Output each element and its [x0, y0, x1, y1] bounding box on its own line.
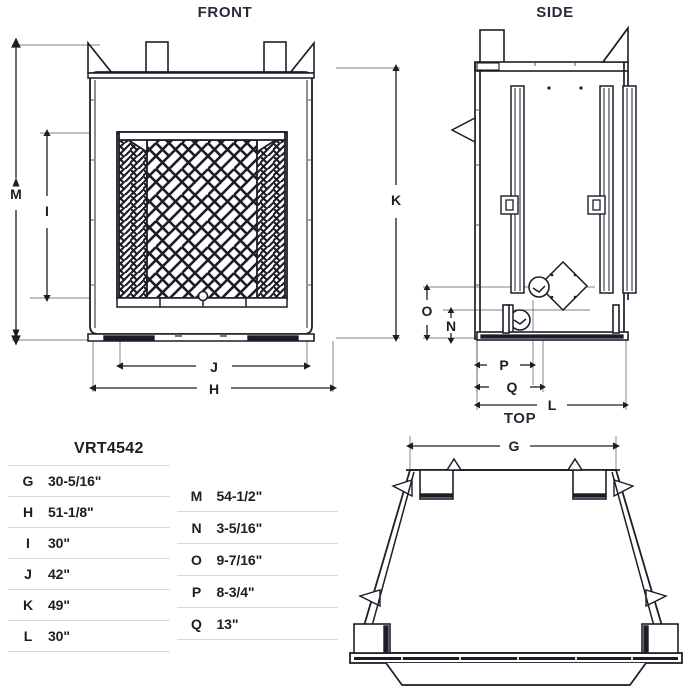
- side-view-title: SIDE: [536, 4, 574, 21]
- spec-value: 42": [48, 566, 70, 582]
- dimension-label-N: N: [445, 318, 457, 334]
- dimension-label-P: P: [499, 357, 509, 373]
- spec-key: J: [24, 566, 32, 582]
- dimension-label-I: I: [45, 203, 49, 219]
- spec-key: P: [191, 583, 202, 600]
- table-row: O 9-7/16": [176, 544, 338, 576]
- top-view-drawing: [349, 436, 683, 686]
- spec-value: 8-3/4": [216, 583, 255, 600]
- dimension-label-J: J: [210, 359, 218, 375]
- dimension-label-M: M: [10, 186, 22, 202]
- front-view: FRONT: [0, 0, 420, 420]
- table-row: L 30": [8, 621, 170, 652]
- spec-key: G: [22, 473, 34, 489]
- spec-value: 13": [216, 615, 239, 632]
- spec-key: K: [22, 597, 34, 613]
- dimension-label-H: H: [208, 381, 220, 397]
- front-view-title: FRONT: [197, 4, 253, 21]
- spec-value: 30-5/16": [48, 473, 102, 489]
- table-row: G 30-5/16": [8, 466, 170, 497]
- spec-key: H: [22, 504, 34, 520]
- spec-key: Q: [191, 615, 202, 632]
- table-row: P 8-3/4": [176, 576, 338, 608]
- spec-value: 54-1/2": [216, 487, 263, 504]
- spec-key: M: [190, 487, 203, 504]
- dimension-label-G: G: [508, 438, 520, 454]
- front-view-drawing: [11, 37, 400, 392]
- specifications-table: VRT4542 G 30-5/16" H 51-1/8" I 30" J: [8, 440, 338, 652]
- side-view-drawing: [423, 25, 637, 410]
- spec-left-top-rule: [8, 462, 170, 466]
- firebox-opening: [115, 131, 289, 308]
- table-row: M 54-1/2": [176, 480, 338, 512]
- spec-key: N: [191, 519, 202, 536]
- model-name: VRT4542: [74, 440, 144, 457]
- table-row: H 51-1/8": [8, 497, 170, 528]
- table-row: J 42": [8, 559, 170, 590]
- spec-value: 9-7/16": [216, 551, 263, 568]
- spec-key: L: [23, 628, 33, 644]
- dimension-label-L: L: [547, 397, 557, 413]
- table-row: N 3-5/16": [176, 512, 338, 544]
- spec-column-right: M 54-1/2" N 3-5/16" O 9-7/16" P 8-3/4" Q: [176, 462, 339, 652]
- spec-key: O: [191, 551, 202, 568]
- spec-column-left: G 30-5/16" H 51-1/8" I 30" J 42" K 49": [8, 462, 170, 652]
- dimension-label-Q: Q: [506, 379, 518, 395]
- spec-value: 3-5/16": [216, 519, 263, 536]
- side-view: SIDE: [415, 0, 692, 430]
- spec-value: 51-1/8": [48, 504, 94, 520]
- top-view-title: TOP: [503, 410, 537, 427]
- spec-value: 30": [48, 628, 70, 644]
- table-row: Q 13": [176, 608, 338, 640]
- table-row: [177, 462, 339, 480]
- dimension-label-O: O: [421, 303, 433, 319]
- top-view: TOP: [340, 408, 692, 692]
- table-row: K 49": [8, 590, 170, 621]
- spec-value: 30": [48, 535, 70, 551]
- dimension-label-K: K: [390, 192, 402, 208]
- table-row: I 30": [8, 528, 170, 559]
- spec-value: 49": [48, 597, 70, 613]
- spec-key: I: [26, 535, 30, 551]
